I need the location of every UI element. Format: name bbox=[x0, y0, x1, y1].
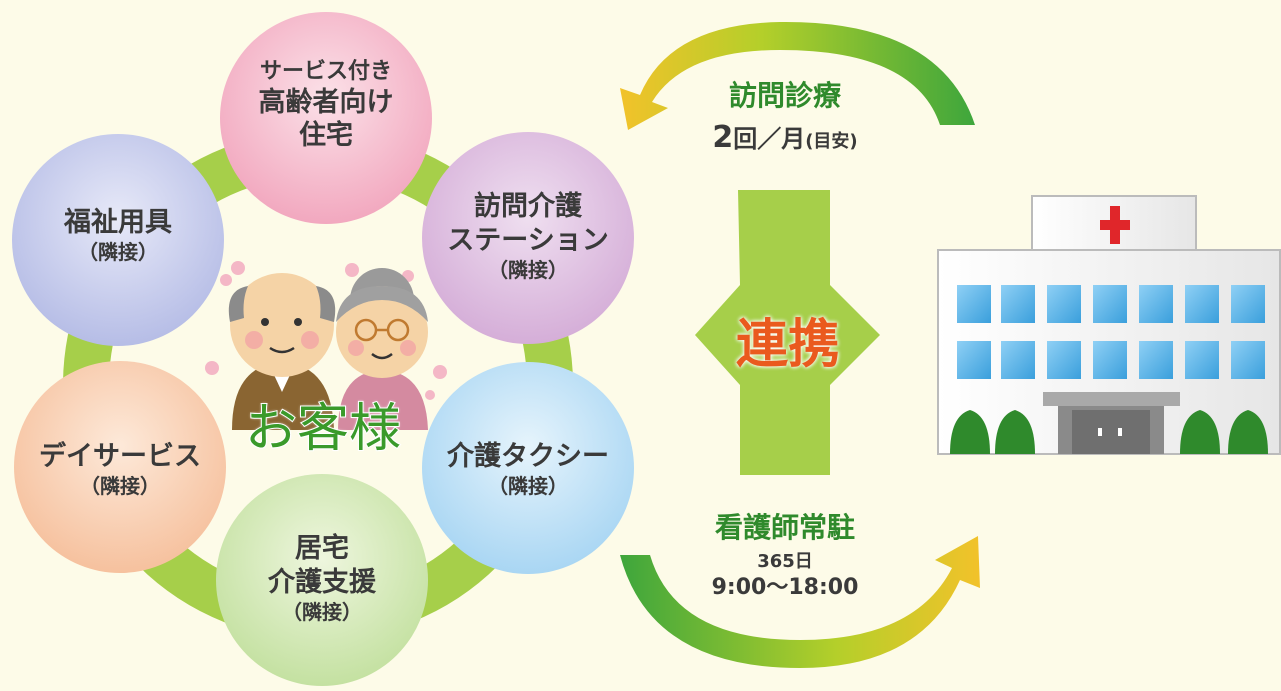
housing-line2: 高齢者向け bbox=[258, 86, 394, 118]
day-service-line1: デイサービス bbox=[39, 441, 201, 472]
top-flow-text: 訪問診療 2回／月(目安) bbox=[690, 78, 880, 157]
elderly-couple-icon bbox=[228, 268, 428, 430]
bottom-flow-text: 看護師常駐 365日 9:00～18:00 bbox=[690, 510, 880, 601]
customer-label: お客様 bbox=[244, 398, 402, 460]
welfare-circle bbox=[12, 134, 224, 346]
day-service-circle bbox=[14, 361, 226, 573]
visit-care-line2: ステーション bbox=[447, 224, 609, 256]
taxi-label: 介護タクシー （隣接） bbox=[428, 440, 628, 499]
bottom-flow-hours: 9:00～18:00 bbox=[711, 574, 859, 600]
housing-circle bbox=[220, 12, 432, 224]
bottom-flow-arrow bbox=[620, 536, 980, 668]
housing-label: サービス付き 高齢者向け 住宅 bbox=[236, 58, 416, 153]
top-flow-freq-num: 2 bbox=[712, 120, 734, 155]
home-care-line1: 居宅 bbox=[295, 533, 349, 564]
day-service-note: （隣接） bbox=[80, 473, 160, 498]
top-flow-title: 訪問診療 bbox=[728, 79, 841, 112]
housing-line3: 住宅 bbox=[299, 120, 353, 152]
taxi-line1: 介護タクシー bbox=[447, 441, 609, 472]
welfare-note: （隣接） bbox=[78, 239, 158, 264]
home-care-circle bbox=[216, 474, 428, 686]
welfare-line1: 福祉用具 bbox=[64, 207, 172, 238]
renkei-double-arrow bbox=[695, 190, 880, 475]
top-flow-frequency: 2回／月(目安) bbox=[690, 119, 880, 157]
home-care-note: （隣接） bbox=[282, 599, 362, 624]
housing-line1: サービス付き bbox=[259, 59, 392, 84]
day-service-label: デイサービス （隣接） bbox=[20, 440, 220, 499]
bottom-flow-days: 365日 bbox=[757, 551, 813, 572]
taxi-note: （隣接） bbox=[488, 473, 568, 498]
bottom-flow-title: 看護師常駐 bbox=[714, 511, 855, 544]
top-flow-arrow bbox=[620, 21, 975, 130]
renkei-label: 連携 bbox=[735, 315, 840, 375]
visit-care-label: 訪問介護 ステーション （隣接） bbox=[428, 190, 628, 283]
top-flow-freq-note: (目安) bbox=[805, 131, 858, 152]
hospital-icon bbox=[937, 195, 1281, 455]
visit-care-note: （隣接） bbox=[488, 257, 568, 282]
top-flow-freq-unit: 回／月 bbox=[733, 125, 806, 153]
taxi-circle bbox=[422, 362, 634, 574]
home-care-line2: 介護支援 bbox=[268, 566, 376, 598]
welfare-label: 福祉用具 （隣接） bbox=[28, 206, 208, 265]
home-care-label: 居宅 介護支援 （隣接） bbox=[232, 532, 412, 625]
visit-care-line1: 訪問介護 bbox=[474, 191, 582, 222]
visit-care-circle bbox=[422, 132, 634, 344]
